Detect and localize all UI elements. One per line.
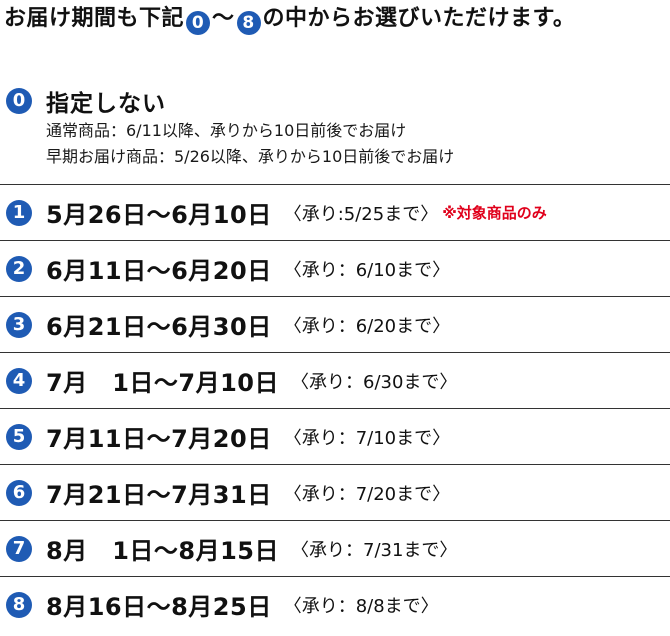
order-deadline: 〈承り：6/10まで〉 bbox=[283, 259, 451, 281]
intro-part2: の中からお選びいただけます。 bbox=[262, 6, 576, 31]
target-products-note: ※対象商品のみ bbox=[442, 204, 547, 222]
delivery-option-1: 1 5月26日〜6月10日 〈承り:5/25まで〉 ※対象商品のみ bbox=[0, 184, 670, 240]
order-deadline: 〈承り：6/20まで〉 bbox=[283, 315, 451, 337]
option-badge: 7 bbox=[6, 535, 32, 562]
order-deadline: 〈承り：6/30まで〉 bbox=[291, 371, 458, 393]
intro-badge-end: 8 bbox=[236, 11, 261, 35]
option-badge: 6 bbox=[6, 479, 32, 506]
option-0-title: 指定しない bbox=[46, 91, 166, 117]
option-badge: 8 bbox=[6, 591, 32, 618]
order-deadline: 〈承り:5/25まで〉 bbox=[283, 203, 439, 225]
option-0-note-regular: 通常商品：6/11以降、承りから10日前後でお届け bbox=[46, 121, 407, 140]
option-0-note-early: 早期お届け商品：5/26以降、承りから10日前後でお届け bbox=[46, 147, 455, 166]
delivery-range: 6月11日〜6月20日 bbox=[46, 257, 272, 285]
intro-part1: お届け期間も下記 bbox=[4, 6, 185, 31]
delivery-range: 7月21日〜7月31日 bbox=[46, 481, 272, 509]
delivery-option-3: 3 6月21日〜6月30日 〈承り：6/20まで〉 bbox=[0, 296, 670, 352]
option-0-badge: 0 bbox=[6, 88, 32, 114]
delivery-option-6: 6 7月21日〜7月31日 〈承り：7/20まで〉 bbox=[0, 464, 670, 520]
option-badge: 2 bbox=[6, 255, 32, 282]
delivery-option-2: 2 6月11日〜6月20日 〈承り：6/10まで〉 bbox=[0, 240, 670, 296]
option-badge: 5 bbox=[6, 423, 32, 450]
option-0: 0 指定しない 通常商品：6/11以降、承りから10日前後でお届け 早期お届け商… bbox=[6, 84, 666, 170]
intro-tilde: 〜 bbox=[212, 6, 235, 31]
delivery-range: 8月 1日〜8月15日 bbox=[46, 537, 279, 565]
option-0-header: 0 指定しない bbox=[6, 84, 666, 118]
delivery-range: 8月16日〜8月25日 bbox=[46, 593, 272, 621]
option-badge: 3 bbox=[6, 311, 32, 338]
delivery-range: 6月21日〜6月30日 bbox=[46, 313, 272, 341]
order-deadline: 〈承り：7/31まで〉 bbox=[291, 539, 458, 561]
delivery-option-4: 4 7月 1日〜7月10日 〈承り：6/30まで〉 bbox=[0, 352, 670, 408]
intro-badge-start: 0 bbox=[186, 11, 211, 35]
delivery-range: 7月11日〜7月20日 bbox=[46, 425, 272, 453]
delivery-option-5: 5 7月11日〜7月20日 〈承り：7/10まで〉 bbox=[0, 408, 670, 464]
delivery-period-list: 1 5月26日〜6月10日 〈承り:5/25まで〉 ※対象商品のみ 2 6月11… bbox=[0, 184, 670, 632]
delivery-option-8: 8 8月16日〜8月25日 〈承り：8/8まで〉 bbox=[0, 576, 670, 632]
delivery-range: 7月 1日〜7月10日 bbox=[46, 369, 279, 397]
option-badge: 4 bbox=[6, 367, 32, 394]
delivery-option-7: 7 8月 1日〜8月15日 〈承り：7/31まで〉 bbox=[0, 520, 670, 576]
order-deadline: 〈承り：8/8まで〉 bbox=[283, 595, 439, 617]
delivery-range: 5月26日〜6月10日 bbox=[46, 201, 272, 229]
order-deadline: 〈承り：7/20まで〉 bbox=[283, 483, 451, 505]
order-deadline: 〈承り：7/10まで〉 bbox=[283, 427, 451, 449]
option-badge: 1 bbox=[6, 199, 32, 226]
